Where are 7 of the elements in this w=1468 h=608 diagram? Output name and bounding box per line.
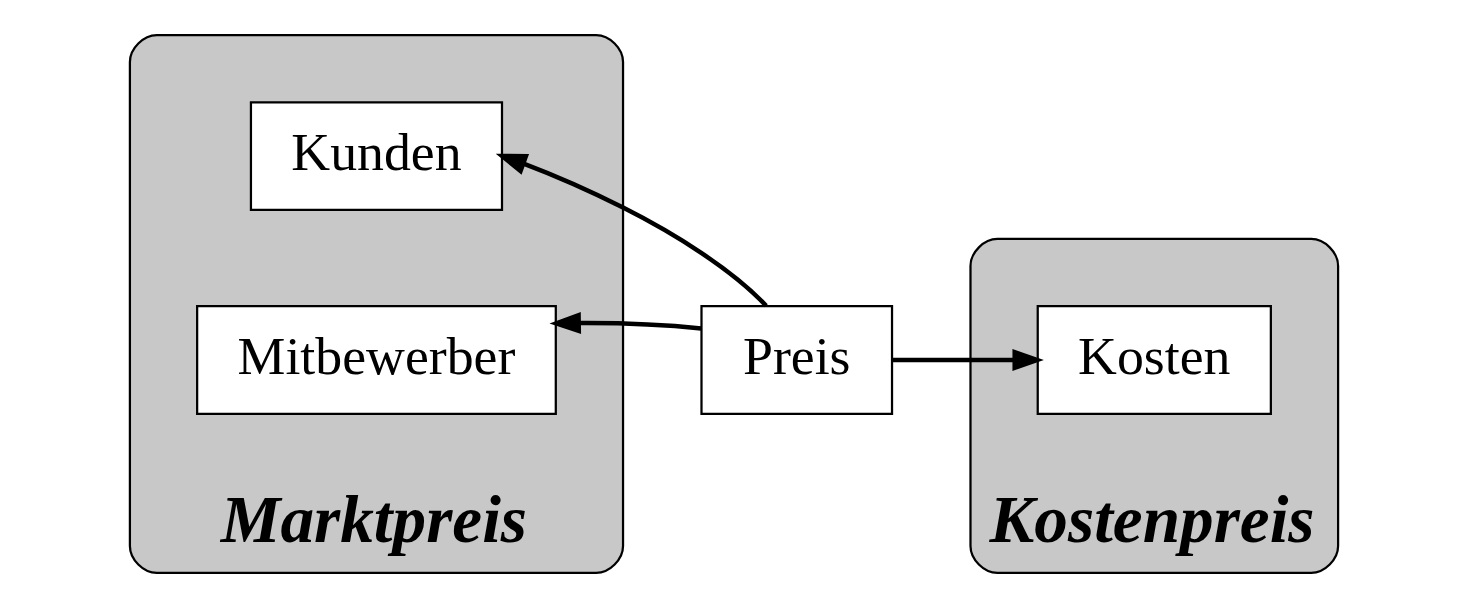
arrow bbox=[495, 153, 768, 308]
arrow bbox=[549, 312, 702, 335]
node-box: Mitbewerber bbox=[196, 305, 557, 415]
node-box: Kosten bbox=[1036, 305, 1272, 415]
arrow bbox=[892, 349, 1044, 372]
node-box: Kunden bbox=[249, 101, 504, 211]
node-box: Preis bbox=[700, 305, 894, 415]
